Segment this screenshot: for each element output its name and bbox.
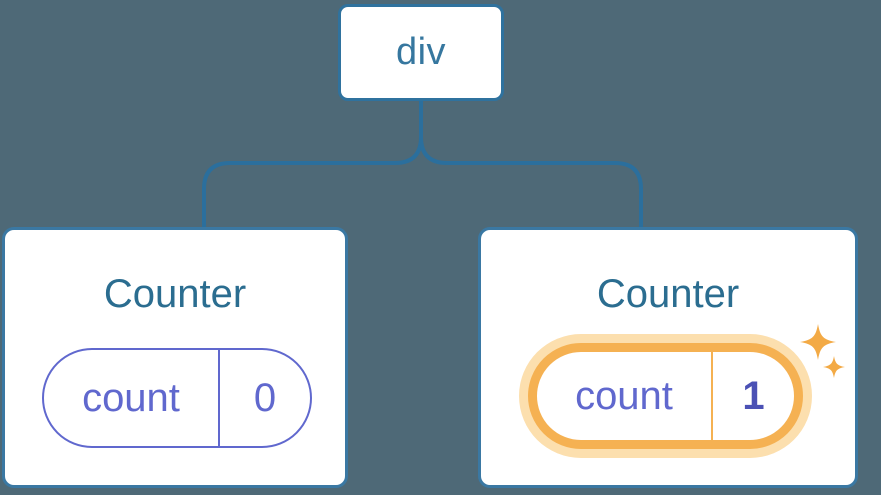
counter-card-left: Counter count 0	[2, 227, 348, 488]
state-pill-highlighted: count 1	[528, 343, 803, 449]
root-node-label: div	[395, 31, 447, 73]
state-key-label: count	[82, 376, 180, 420]
state-key-label: count	[575, 374, 673, 418]
connector-right-branch	[419, 101, 643, 228]
state-key-segment: count	[44, 350, 220, 446]
counter-card-right: Counter count 1	[478, 227, 858, 488]
state-value-segment: 0	[220, 350, 310, 446]
state-value-segment: 1	[713, 352, 794, 440]
counter-title: Counter	[103, 272, 247, 316]
state-key-segment: count	[537, 352, 713, 440]
state-pill: count 0	[42, 348, 312, 448]
connector-left-branch	[202, 101, 423, 228]
state-value: 0	[253, 376, 277, 420]
root-node-div: div	[338, 4, 504, 101]
counter-title: Counter	[596, 272, 740, 316]
state-value: 1	[742, 374, 765, 418]
